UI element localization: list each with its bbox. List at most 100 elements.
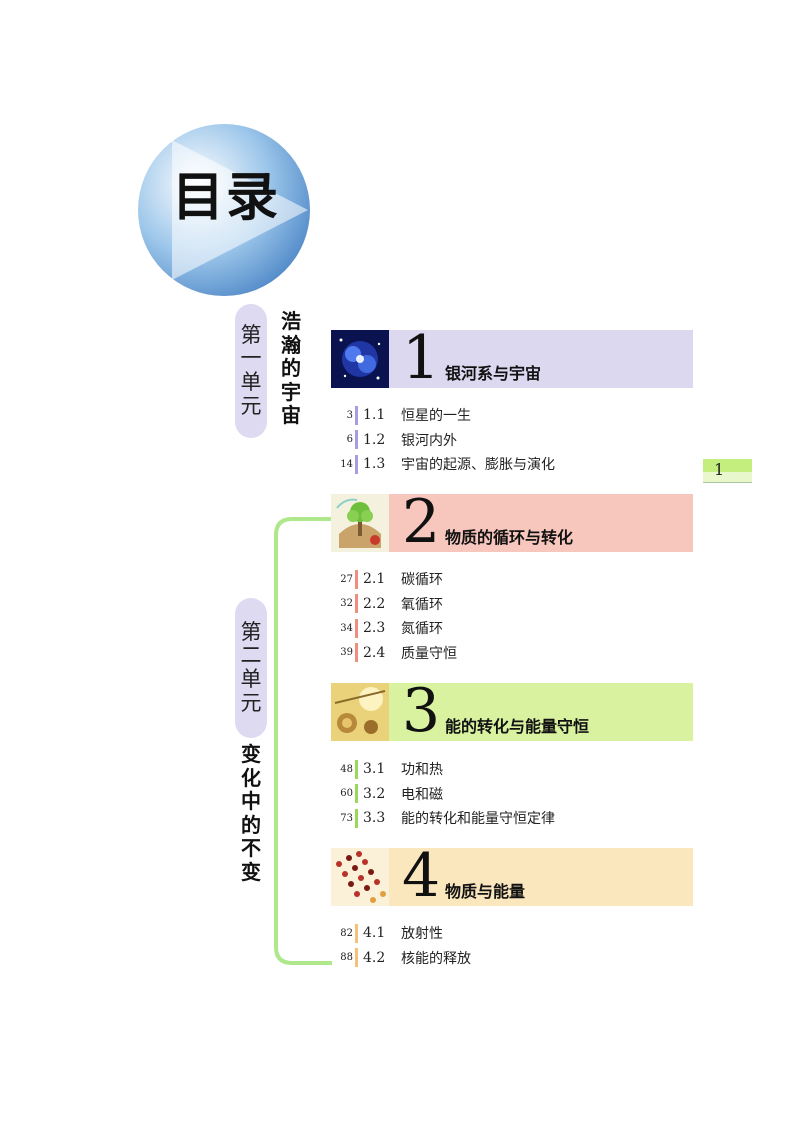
section-number: 4.1 xyxy=(363,925,386,942)
unit-2-theme-char: 中 xyxy=(241,789,261,814)
chapter-1-title: 银河系与宇宙 xyxy=(445,364,542,383)
section-row[interactable]: 6 1.2 银河内外 xyxy=(333,428,555,453)
section-title: 氮循环 xyxy=(401,621,443,638)
unit-2-char: 元 xyxy=(240,690,262,715)
section-page: 48 xyxy=(340,763,353,775)
unit-1-theme-char: 宙 xyxy=(281,403,301,428)
section-bar xyxy=(355,808,358,828)
chapter-1-bar xyxy=(389,330,693,388)
section-page: 39 xyxy=(340,647,353,659)
section-row[interactable]: 60 3.2 电和磁 xyxy=(333,782,555,807)
chapter-1-header[interactable]: 1 银河系与宇宙 xyxy=(331,323,693,393)
section-number: 1.3 xyxy=(363,456,386,473)
section-row[interactable]: 32 2.2 氧循环 xyxy=(333,592,457,617)
section-number: 3.3 xyxy=(363,810,386,827)
section-bar xyxy=(355,948,358,968)
section-number: 2.3 xyxy=(363,620,386,637)
title-badge-icon xyxy=(138,124,310,296)
unit-2-char: 二 xyxy=(240,643,262,668)
section-title: 氧循环 xyxy=(401,596,443,613)
page-tab-icon xyxy=(703,459,752,483)
chapter-2-number: 2 xyxy=(402,487,441,557)
section-number: 2.1 xyxy=(363,571,386,588)
section-page: 73 xyxy=(340,812,353,824)
page-number: 1 xyxy=(714,460,725,479)
chapter-3-number: 3 xyxy=(402,676,441,746)
section-page: 60 xyxy=(340,788,353,800)
section-bar xyxy=(355,454,358,474)
unit-2-char: 单 xyxy=(240,667,262,691)
unit-1-char: 第 xyxy=(240,322,262,347)
chapter-4-header[interactable]: 4 物质与能量 xyxy=(331,841,693,911)
section-row[interactable]: 27 2.1 碳循环 xyxy=(333,567,457,592)
section-title: 核能的释放 xyxy=(401,950,471,967)
section-row[interactable]: 39 2.4 质量守恒 xyxy=(333,641,457,666)
unit-2-theme-char: 不 xyxy=(241,836,261,861)
section-row[interactable]: 73 3.3 能的转化和能量守恒定律 xyxy=(333,806,555,831)
section-row[interactable]: 14 1.3 宇宙的起源、膨胀与演化 xyxy=(333,452,555,477)
section-bar xyxy=(355,923,358,943)
section-title: 恒星的一生 xyxy=(401,408,471,425)
chapter-2-title: 物质的循环与转化 xyxy=(445,528,574,547)
unit-2-theme-char: 的 xyxy=(241,812,261,837)
section-number: 3.1 xyxy=(363,761,386,778)
section-row[interactable]: 82 4.1 放射性 xyxy=(333,921,471,946)
unit-2-theme-char: 变 xyxy=(241,859,261,884)
section-title: 银河内外 xyxy=(401,432,457,449)
chapter-1-sections: 3 1.1 恒星的一生 6 1.2 银河内外 14 1.3 宇宙的起源、膨胀与演… xyxy=(333,403,555,477)
unit-1-theme-char: 的 xyxy=(281,356,301,381)
section-bar xyxy=(355,784,358,804)
chapter-3-sections: 48 3.1 功和热 60 3.2 电和磁 73 3.3 能的转化和能量守恒定律 xyxy=(333,757,555,831)
chapter-4-number: 4 xyxy=(402,841,441,911)
section-row[interactable]: 88 4.2 核能的释放 xyxy=(333,946,471,971)
section-title: 质量守恒 xyxy=(401,645,457,662)
unit-1-label: 第 一 单 元 xyxy=(235,304,267,438)
unit-2-char: 第 xyxy=(240,619,262,644)
section-title: 功和热 xyxy=(401,762,443,779)
section-number: 2.4 xyxy=(363,644,386,661)
chapter-4-title: 物质与能量 xyxy=(445,882,526,901)
unit-1-char: 元 xyxy=(240,393,262,418)
section-bar xyxy=(355,430,358,450)
chapter-3-title: 能的转化与能量守恒 xyxy=(445,717,590,736)
section-bar xyxy=(355,618,358,638)
unit-1-theme-char: 瀚 xyxy=(281,332,301,357)
section-title: 电和磁 xyxy=(401,786,443,803)
section-number: 4.2 xyxy=(363,949,386,966)
section-page: 3 xyxy=(346,409,353,421)
section-page: 32 xyxy=(340,598,353,610)
section-title: 碳循环 xyxy=(401,572,443,589)
section-row[interactable]: 48 3.1 功和热 xyxy=(333,757,555,782)
chapter-2-bar xyxy=(389,494,693,552)
section-bar xyxy=(355,643,358,663)
unit-1-theme: 浩 瀚 的 宇 宙 xyxy=(279,309,303,428)
section-bar xyxy=(355,594,358,614)
section-title: 能的转化和能量守恒定律 xyxy=(401,811,555,828)
chapter-4-bar xyxy=(389,848,693,906)
chapter-2-header[interactable]: 2 物质的循环与转化 xyxy=(331,487,693,557)
section-title: 宇宙的起源、膨胀与演化 xyxy=(401,457,555,474)
section-page: 34 xyxy=(340,622,353,634)
unit-2-label: 第 二 单 元 xyxy=(235,598,267,738)
section-row[interactable]: 34 2.3 氮循环 xyxy=(333,616,457,641)
unit-2-theme: 变 化 中 的 不 变 xyxy=(239,742,263,885)
chapter-3-bar xyxy=(389,683,693,741)
page-title: 目录 xyxy=(172,167,281,228)
section-bar xyxy=(355,759,358,779)
section-bar xyxy=(355,569,358,589)
unit-1-char: 一 xyxy=(240,346,262,371)
unit-2-theme-char: 变 xyxy=(241,742,261,766)
section-number: 1.2 xyxy=(363,431,386,448)
section-number: 1.1 xyxy=(363,407,386,424)
chapter-1-number: 1 xyxy=(402,323,441,393)
section-page: 6 xyxy=(346,434,353,446)
chapter-3-header[interactable]: 3 能的转化与能量守恒 xyxy=(331,676,693,746)
section-page: 82 xyxy=(340,927,353,939)
chapter-2-sections: 27 2.1 碳循环 32 2.2 氧循环 34 2.3 氮循环 39 2.4 … xyxy=(333,567,457,665)
section-bar xyxy=(355,405,358,425)
section-row[interactable]: 3 1.1 恒星的一生 xyxy=(333,403,555,428)
atoms-image xyxy=(331,848,389,906)
section-page: 14 xyxy=(340,458,353,470)
section-page: 27 xyxy=(340,573,353,585)
galaxy-image xyxy=(331,330,389,388)
